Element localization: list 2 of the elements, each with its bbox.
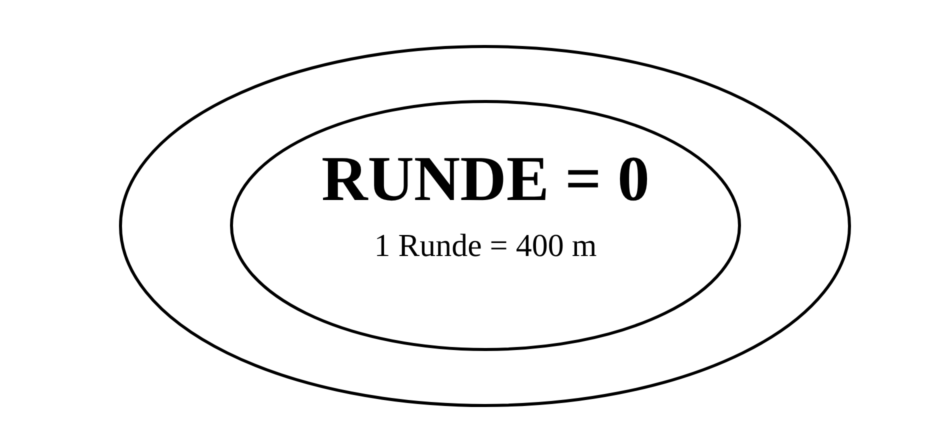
lap-length-text: 1 Runde = 400 m [374, 228, 597, 264]
lap-counter-heading: RUNDE = 0 [321, 144, 650, 214]
